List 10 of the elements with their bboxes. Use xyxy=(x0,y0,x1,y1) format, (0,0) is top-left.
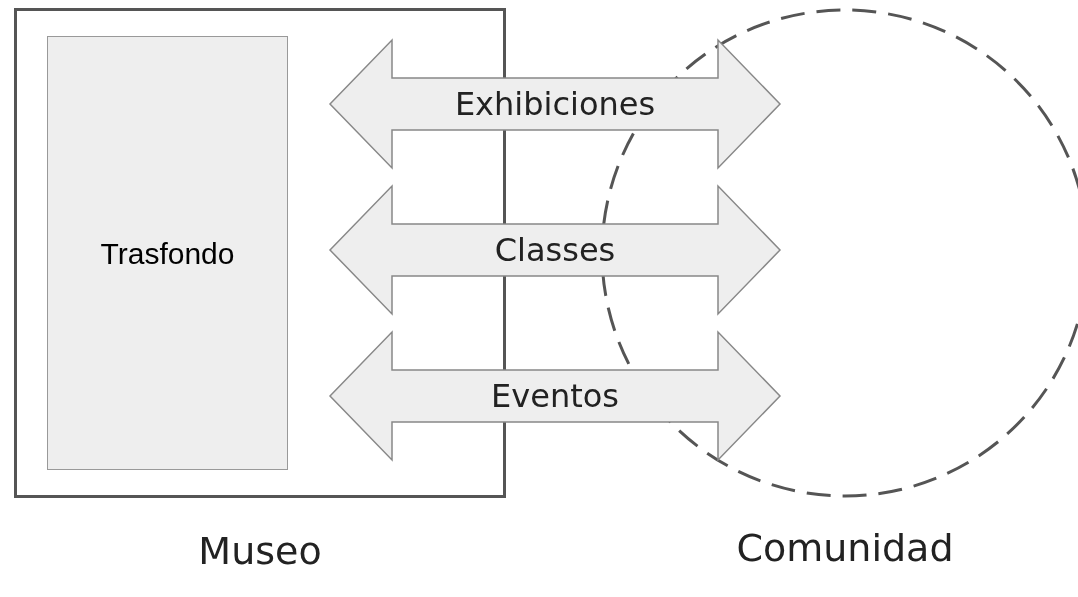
background-panel xyxy=(47,36,288,470)
community-label: Comunidad xyxy=(735,525,955,572)
double-block-arrow xyxy=(328,184,782,316)
edge-label: Classes xyxy=(494,230,616,271)
double-block-arrow xyxy=(328,330,782,462)
double-block-arrow xyxy=(328,38,782,170)
panel-label: Trasfondo xyxy=(100,235,235,272)
edge-label: Eventos xyxy=(491,376,619,417)
edge-label: Exhibiciones xyxy=(454,84,656,125)
museum-label: Museo xyxy=(197,528,323,575)
